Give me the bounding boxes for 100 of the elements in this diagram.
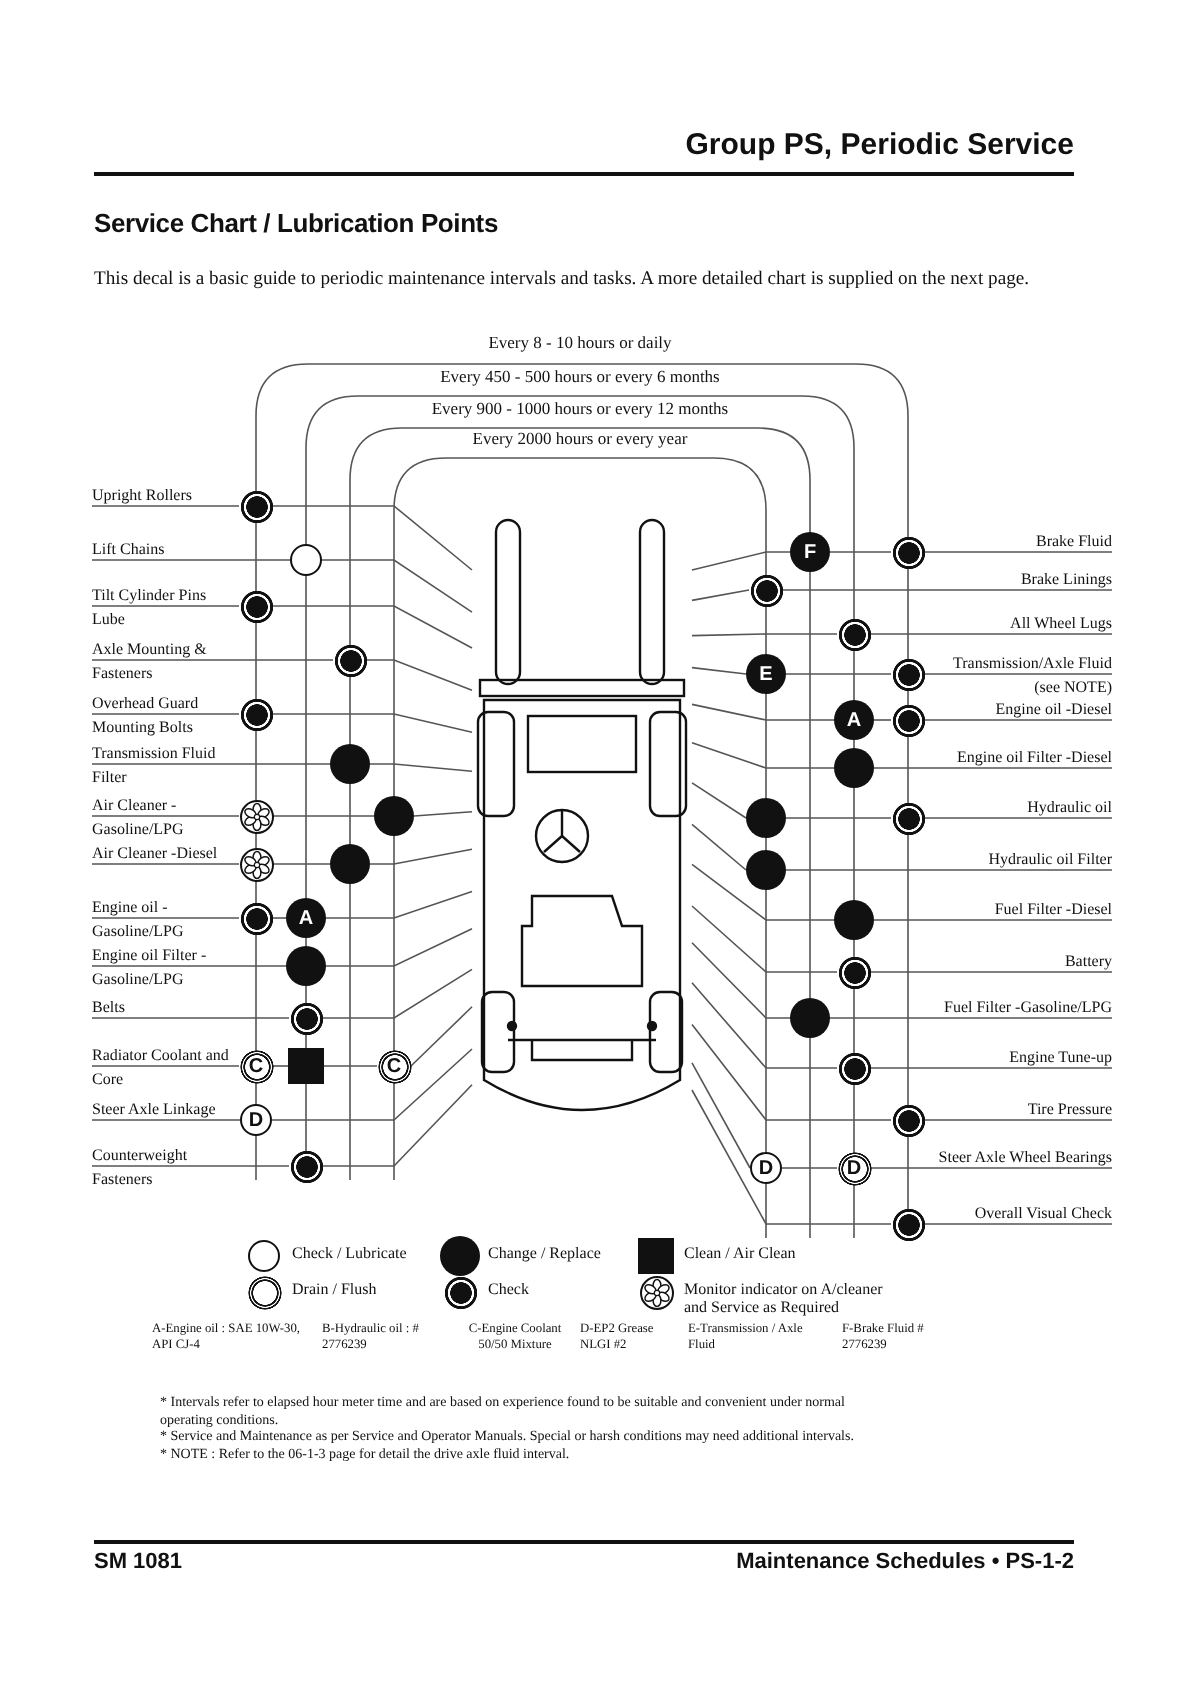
item-label: Battery [930, 950, 1112, 986]
legend-label: Check / Lubricate [292, 1244, 409, 1262]
leader-line [410, 1006, 473, 1067]
leader-line [91, 863, 240, 865]
item-label: Transmission/Axle Fluid (see NOTE) [930, 652, 1112, 700]
interval-label: Every 8 - 10 hours or daily [486, 332, 674, 352]
ringed-dot-marker [837, 955, 871, 989]
letter-marker: C [239, 1049, 273, 1083]
page-header: Group PS, Periodic Service [683, 128, 1074, 162]
interval-label: Every 450 - 500 hours or every 6 months [438, 366, 722, 386]
interval-label: Every 900 - 1000 hours or every 12 months [429, 398, 731, 418]
ringed-dot-marker [239, 697, 273, 731]
leader-line [91, 1065, 240, 1067]
item-label: Hydraulic oil [930, 796, 1112, 832]
leader-line [829, 551, 892, 553]
leader-line [91, 917, 240, 919]
leader-line [691, 633, 838, 637]
item-label: Counterweight Fasteners [92, 1144, 232, 1192]
leader-line [369, 848, 473, 865]
ringed-dot-marker [239, 489, 273, 523]
leader-line [91, 505, 240, 507]
leader-line [691, 905, 838, 973]
item-label: Engine Tune-up [930, 1046, 1112, 1082]
leader-line [785, 869, 1113, 871]
leader-line [785, 817, 892, 819]
letter-marker: E [746, 654, 786, 694]
page-footer: Maintenance Schedules • PS-1-2 [600, 1550, 1074, 1574]
ringed-dot-marker [239, 589, 273, 623]
item-label: Axle Mounting & Fasteners [92, 638, 232, 686]
ringed-dot-marker [289, 1149, 323, 1183]
intro-text: This decal is a basic guide to periodic maintenance intervals and tasks. A more detailed chart is supplied on the next page. [94, 268, 1032, 290]
leader-line [366, 659, 473, 691]
item-label: Steer Axle Linkage [92, 1098, 232, 1134]
filled-circle-marker [374, 796, 414, 836]
leader-line [691, 589, 750, 602]
item-label: Upright Rollers [92, 484, 232, 520]
page-code: SM 1081 [94, 1550, 183, 1574]
legend-label: Drain / Flush [292, 1280, 379, 1298]
leader-line [272, 815, 375, 817]
leader-line [782, 589, 1113, 591]
leader-line [691, 863, 835, 921]
item-label: Engine oil -Diesel [930, 698, 1112, 734]
ringed-dot-marker [891, 801, 925, 835]
leader-line [272, 917, 287, 919]
leader-line [691, 823, 747, 871]
letter-marker: C [377, 1049, 411, 1083]
open-circle-marker [290, 544, 322, 576]
letter-marker: D [750, 1152, 782, 1184]
legend-label: Change / Replace [488, 1244, 603, 1262]
item-label: Engine oil -Gasoline/LPG [92, 896, 232, 944]
item-label: Brake Linings [930, 568, 1112, 604]
filled-circle-marker [746, 850, 786, 890]
leader-line [272, 713, 473, 733]
ringed-dot-marker [289, 1001, 323, 1035]
leader-line [321, 559, 473, 613]
leader-line [691, 1062, 751, 1169]
filled-circle-marker [834, 748, 874, 788]
leader-line [91, 1017, 290, 1019]
filled-circle-marker [286, 946, 326, 986]
leader-line [829, 1017, 1113, 1019]
item-label: Steer Axle Wheel Bearings [930, 1146, 1112, 1182]
legend-label: Check [488, 1280, 531, 1298]
item-label: Belts [92, 996, 232, 1032]
filled-circle-marker [746, 798, 786, 838]
leader-line [691, 782, 747, 819]
leader-line [691, 742, 835, 769]
leader-line [272, 605, 473, 649]
leader-line [413, 811, 473, 817]
leader-line [870, 1167, 1113, 1169]
ringed-dot-marker [837, 1051, 871, 1085]
leader-line [873, 767, 1113, 769]
leader-line [91, 559, 291, 561]
ringed-dot-marker [239, 901, 273, 935]
section-title: Service Chart / Lubrication Points [94, 208, 498, 238]
leader-line [369, 763, 473, 772]
letter-marker: D [240, 1104, 272, 1136]
leader-line [91, 763, 331, 765]
filled-circle-marker [330, 744, 370, 784]
ringed-dot-marker [333, 643, 367, 677]
leader-line [781, 1167, 838, 1169]
leader-line [691, 1089, 892, 1225]
leader-line [691, 666, 747, 675]
legend-label: Clean / Air Clean [684, 1244, 798, 1262]
asterisk-icon [239, 847, 273, 881]
leader-line [924, 719, 1113, 721]
filled-circle-marker [330, 844, 370, 884]
ringed-dot-marker [749, 573, 783, 607]
leader-line [272, 1065, 289, 1067]
item-label: Air Cleaner -Gasoline/LPG [92, 794, 232, 842]
leader-line [924, 817, 1113, 819]
leader-line [870, 633, 1113, 635]
item-label: Tire Pressure [930, 1098, 1112, 1134]
item-label: Engine oil Filter -Gasoline/LPG [92, 944, 232, 992]
letter-marker: D [837, 1151, 871, 1185]
leader-line [322, 1084, 473, 1167]
filled-circle-marker [790, 998, 830, 1038]
item-label: Fuel Filter -Diesel [930, 898, 1112, 934]
item-label: Overall Visual Check [930, 1202, 1112, 1238]
item-label: Radiator Coolant and Core [92, 1044, 232, 1092]
leader-line [691, 703, 835, 721]
